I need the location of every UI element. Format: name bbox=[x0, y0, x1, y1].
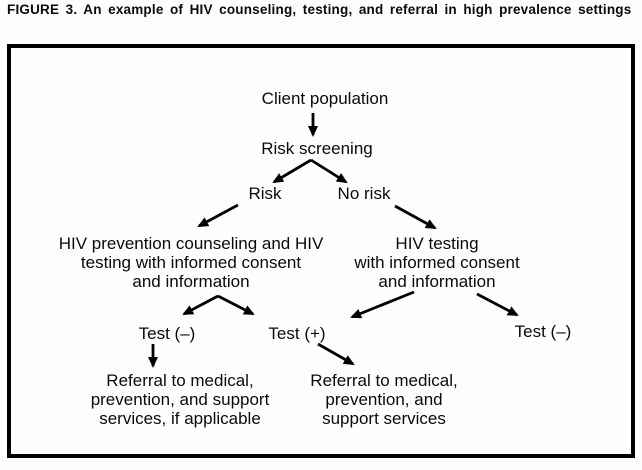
node-test-negative-right: Test (–) bbox=[514, 322, 572, 341]
node-client-population: Client population bbox=[261, 89, 389, 108]
node-test-negative-left: Test (–) bbox=[138, 324, 196, 343]
node-no-risk: No risk bbox=[337, 184, 391, 203]
node-referral-if-applicable: Referral to medical, prevention, and sup… bbox=[90, 371, 270, 428]
node-risk: Risk bbox=[248, 184, 282, 203]
node-risk-screening: Risk screening bbox=[261, 139, 373, 158]
node-hiv-prevention-counseling: HIV prevention counseling and HIV testin… bbox=[58, 234, 324, 291]
node-test-positive: Test (+) bbox=[268, 324, 326, 343]
node-referral: Referral to medical, prevention, and sup… bbox=[310, 371, 458, 428]
figure-title: FIGURE 3. An example of HIV counseling, … bbox=[7, 2, 632, 17]
node-hiv-testing: HIV testing with informed consent and in… bbox=[354, 234, 520, 291]
flowchart-border-box bbox=[7, 44, 635, 458]
